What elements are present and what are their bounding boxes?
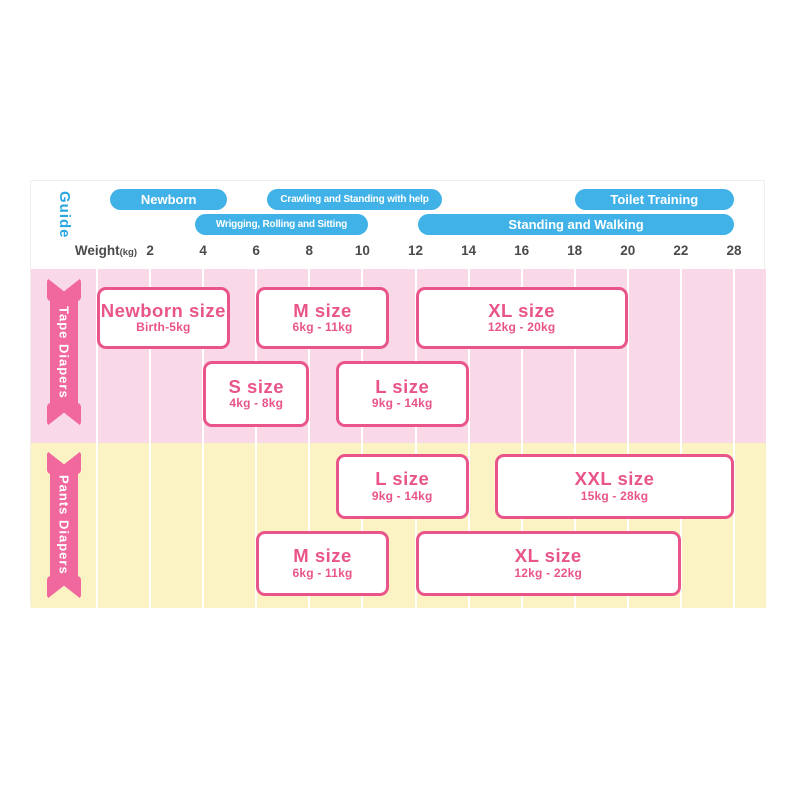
gridline xyxy=(733,269,735,608)
weight-axis-label: Weight(kg) xyxy=(67,242,137,260)
weight-tick-14: 14 xyxy=(461,243,477,258)
size-box-title: L size xyxy=(375,468,430,490)
weight-tick-18: 18 xyxy=(567,243,583,258)
weight-tick-20: 20 xyxy=(620,243,636,258)
gridline xyxy=(255,269,258,608)
size-chart: Guide Weight(kg) 2 4 6 8 10 12 14 16 18 20 22 28 Ne… xyxy=(30,180,766,608)
size-box-weight-range: 6kg - 11kg xyxy=(292,565,353,580)
size-box-title: XXL size xyxy=(574,468,655,490)
weight-axis-label-text: Weight xyxy=(74,243,120,258)
gridline xyxy=(202,269,205,608)
gridline xyxy=(573,269,576,608)
gridline xyxy=(626,269,629,608)
weight-tick-8: 8 xyxy=(305,243,314,258)
size-box-title: S size xyxy=(228,375,284,397)
gridline xyxy=(414,269,417,608)
weight-tick-2: 2 xyxy=(146,243,154,258)
stage-pill-crawling-and-standing-with-help: Crawling and Standing with help xyxy=(266,189,443,210)
gridline xyxy=(308,269,311,608)
weight-tick-22: 22 xyxy=(673,243,689,258)
pants-diapers-ribbon: Pants Diapers xyxy=(47,451,81,599)
size-box-title: L size xyxy=(375,375,430,397)
pants-diapers-label: Pants Diapers xyxy=(56,475,72,575)
size-box-weight-range: 9kg - 14kg xyxy=(371,396,433,411)
stage-pill-wrigging-rolling-and-sitting: Wrigging, Rolling and Sitting xyxy=(195,214,368,235)
weight-tick-28: 28 xyxy=(726,243,742,258)
size-box-title: M size xyxy=(293,545,352,567)
size-box-weight-range: 4kg - 8kg xyxy=(229,396,284,411)
size-box-title: M size xyxy=(293,299,352,321)
size-box-weight-range: Birth-5kg xyxy=(136,320,191,335)
tape-diapers-label: Tape Diapers xyxy=(56,305,72,399)
gridline xyxy=(96,269,98,608)
tape-diapers-ribbon-band: Tape Diapers xyxy=(50,293,78,411)
gridline xyxy=(679,269,682,608)
stage-pill-newborn: Newborn xyxy=(110,189,228,210)
weight-tick-4: 4 xyxy=(199,243,207,258)
weight-tick-12: 12 xyxy=(407,243,424,258)
size-box-weight-range: 15kg - 28kg xyxy=(580,488,649,503)
pants-diapers-ribbon-band: Pants Diapers xyxy=(50,466,78,584)
gridline xyxy=(467,269,470,608)
size-box-weight-range: 12kg - 20kg xyxy=(487,320,556,335)
gridline xyxy=(520,269,523,608)
tape-diapers-ribbon: Tape Diapers xyxy=(47,278,81,426)
size-box-weight-range: 6kg - 11kg xyxy=(292,320,353,335)
weight-tick-10: 10 xyxy=(354,243,370,258)
weight-axis-unit: (kg) xyxy=(119,247,137,258)
gridline xyxy=(361,269,364,608)
size-box-title: XL size xyxy=(514,545,582,567)
weight-tick-6: 6 xyxy=(252,243,260,258)
size-box-title: Newborn size xyxy=(100,299,226,321)
gridline xyxy=(149,269,152,608)
guide-label: Guide xyxy=(56,191,73,239)
stage-pill-toilet-training: Toilet Training xyxy=(574,189,734,210)
weight-tick-16: 16 xyxy=(514,243,530,258)
size-box-weight-range: 9kg - 14kg xyxy=(371,488,433,503)
size-box-title: XL size xyxy=(488,299,556,321)
stage-pill-standing-and-walking: Standing and Walking xyxy=(418,214,734,235)
size-box-weight-range: 12kg - 22kg xyxy=(514,565,582,580)
